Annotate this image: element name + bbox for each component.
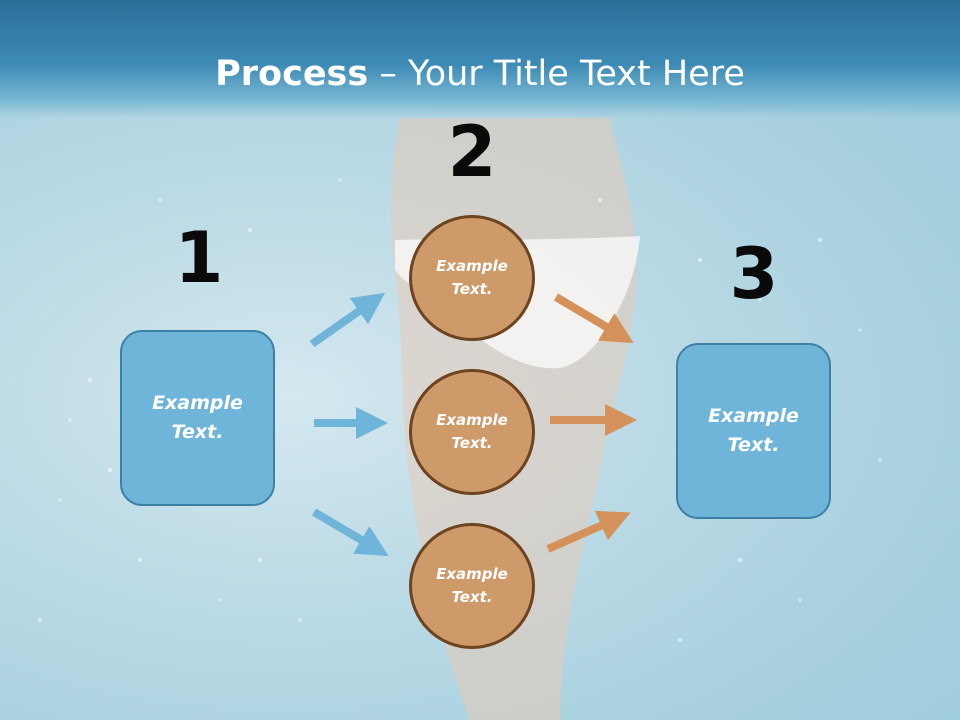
left-example-box: Example Text. (120, 330, 275, 506)
right-example-box: Example Text. (676, 343, 831, 519)
step-number-1: 1 (174, 217, 224, 299)
title-bold: Process (215, 54, 369, 94)
arrow-right-up (546, 510, 631, 553)
page-title: Process – Your Title Text Here (0, 52, 960, 96)
arrow-right-down (553, 293, 634, 344)
title-banner (0, 0, 960, 118)
circle-middle: Example Text. (409, 369, 535, 495)
step-number-2: 2 (447, 111, 497, 193)
title-rest: – Your Title Text Here (368, 54, 745, 94)
circle-bottom: Example Text. (409, 523, 535, 649)
circle-top: Example Text. (409, 215, 535, 341)
arrow-left-up (309, 292, 386, 348)
arrow-left-down (311, 508, 389, 557)
step-number-3: 3 (729, 233, 779, 315)
